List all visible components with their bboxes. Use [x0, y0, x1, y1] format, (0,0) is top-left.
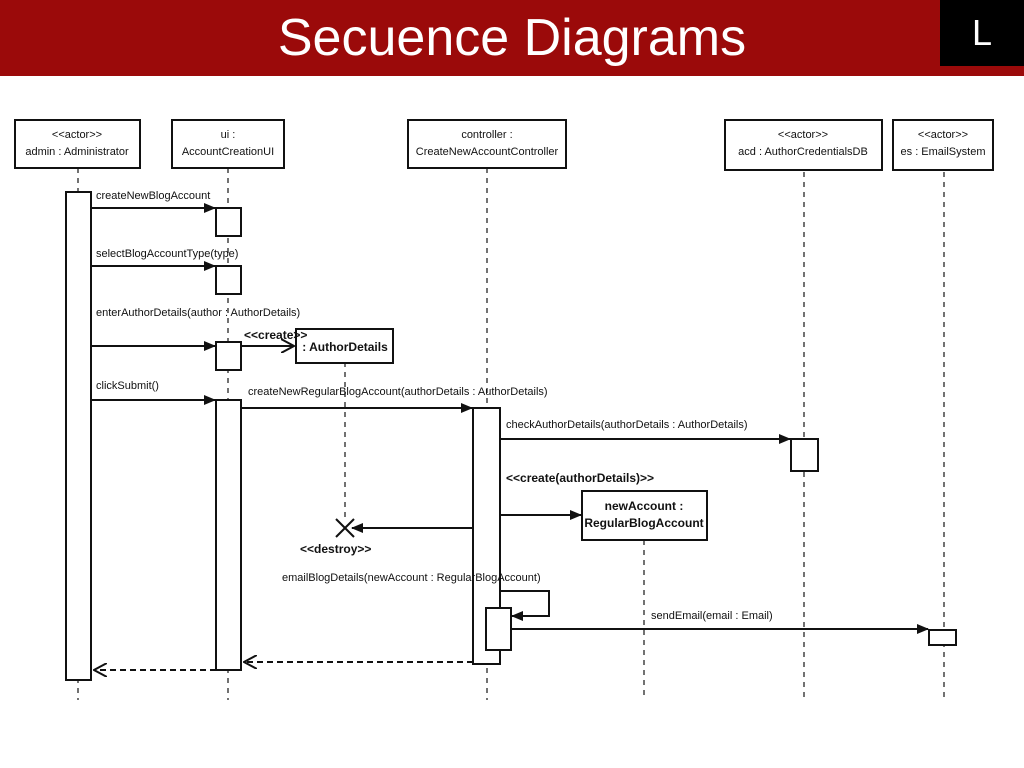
controller-name: CreateNewAccountController: [416, 146, 559, 158]
slide-title: Secuence Diagrams: [277, 9, 747, 67]
label-create-new-account: <<create(authorDetails)>>: [506, 471, 654, 485]
new-account-label-2: RegularBlogAccount: [584, 516, 703, 530]
activation-db: [790, 438, 819, 472]
lifeline-head-controller: controller : CreateNewAccountController: [407, 119, 567, 169]
db-stereotype: <<actor>>: [778, 129, 828, 141]
corner-label: L: [940, 0, 1024, 66]
lifeline-head-db: <<actor>> acd : AuthorCredentialsDB: [724, 119, 883, 171]
object-author-details: : AuthorDetails: [295, 328, 394, 364]
destroy-mark: [335, 518, 355, 538]
object-new-account: newAccount : RegularBlogAccount: [581, 490, 708, 541]
controller-stereotype: controller :: [461, 129, 512, 141]
activation-email: [928, 629, 957, 646]
activation-ui-1: [215, 207, 242, 237]
label-select-type: selectBlogAccountType(type): [96, 248, 238, 260]
email-name: es : EmailSystem: [901, 146, 986, 158]
activation-ui-2: [215, 265, 242, 295]
label-send-email: sendEmail(email : Email): [651, 610, 773, 622]
db-name: acd : AuthorCredentialsDB: [738, 146, 868, 158]
label-destroy: <<destroy>>: [300, 542, 371, 556]
label-create-regular-account: createNewRegularBlogAccount(authorDetail…: [248, 386, 548, 398]
label-create: <<create>>: [244, 328, 307, 342]
lifeline-head-ui: ui : AccountCreationUI: [171, 119, 285, 169]
admin-name: admin : Administrator: [25, 146, 129, 158]
activation-admin: [65, 191, 92, 681]
email-stereotype: <<actor>>: [918, 129, 968, 141]
new-account-label-1: newAccount :: [605, 499, 684, 513]
label-email-blog-details: emailBlogDetails(newAccount : RegularBlo…: [282, 572, 541, 584]
author-details-label: : AuthorDetails: [302, 340, 388, 354]
lifeline-head-admin: <<actor>> admin : Administrator: [14, 119, 141, 169]
label-create-new-blog-account: createNewBlogAccount: [96, 190, 210, 202]
lifeline-head-email: <<actor>> es : EmailSystem: [892, 119, 994, 171]
label-check-author-details: checkAuthorDetails(authorDetails : Autho…: [506, 419, 748, 431]
label-click-submit: clickSubmit(): [96, 380, 159, 392]
ui-stereotype: ui :: [221, 129, 236, 141]
activation-ui-3: [215, 341, 242, 371]
slide-header: Secuence Diagrams L: [0, 0, 1024, 76]
message-email-blog-details: [500, 590, 550, 621]
admin-stereotype: <<actor>>: [52, 129, 102, 141]
label-enter-author-details: enterAuthorDetails(author : AuthorDetail…: [96, 307, 300, 319]
ui-name: AccountCreationUI: [182, 146, 274, 158]
activation-controller-self: [485, 607, 512, 651]
activation-ui-4: [215, 399, 242, 671]
